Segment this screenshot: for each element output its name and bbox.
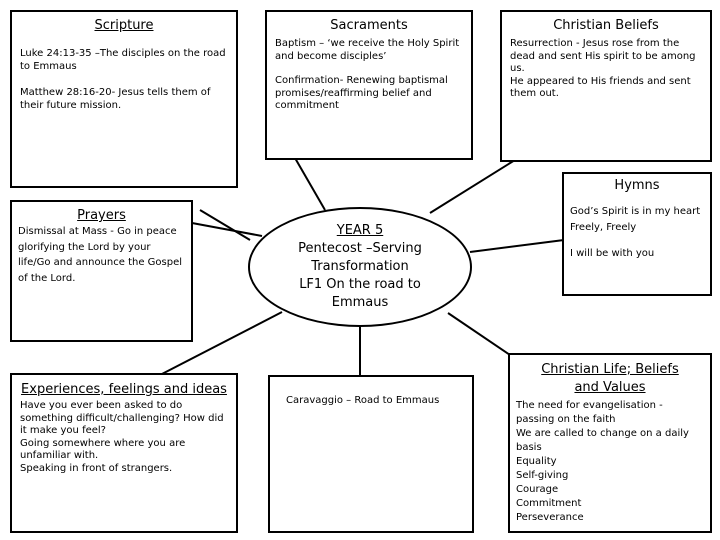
experiences-item: Have you ever been asked to do something… [20, 400, 224, 436]
prayers-title: Prayers [77, 208, 126, 223]
life-item: Self-giving [516, 470, 569, 481]
connector-experiences [159, 311, 283, 376]
beliefs-item: Resurrection - Jesus rose from the dead … [510, 38, 696, 74]
scripture-box: Scripture Luke 24:13-35 –The disciples o… [10, 10, 238, 188]
center-title: YEAR 5 [336, 223, 384, 238]
life-item: We are called to change on a daily basis [516, 428, 689, 453]
life-item: The need for evangelisation - passing on… [516, 400, 663, 425]
life-item: Courage [516, 484, 559, 495]
sacraments-box: Sacraments Baptism – ‘we receive the Hol… [265, 10, 473, 160]
center-line: Transformation [311, 259, 409, 274]
connector-hymns [469, 239, 565, 253]
life-item: Equality [516, 456, 557, 467]
beliefs-item: He appeared to His friends and sent them… [510, 75, 691, 100]
experiences-item: Going somewhere where you are unfamiliar… [20, 437, 186, 462]
connector-beliefs [429, 159, 516, 214]
hymns-item: God’s Spirit is in my heart [570, 206, 701, 217]
art-item: Caravaggio – Road to Emmaus [286, 395, 440, 406]
sacraments-item: Confirmation- Renewing baptismal promise… [275, 75, 448, 111]
connector-prayers [191, 222, 263, 237]
hymns-item: Freely, Freely [570, 221, 637, 233]
prayers-item: Dismissal at Mass - Go in peace glorifyi… [18, 226, 183, 284]
experiences-item: Speaking in front of strangers. [20, 462, 173, 474]
scripture-item: Matthew 28:16-20- Jesus tells them of th… [20, 87, 211, 111]
center-line: LF1 On the road to [299, 277, 421, 292]
center-line: Pentecost –Serving [298, 241, 422, 256]
art-box: Caravaggio – Road to Emmaus [268, 375, 474, 533]
sacraments-item: Baptism – ‘we receive the Holy Spirit an… [275, 38, 460, 62]
beliefs-box: Christian Beliefs Resurrection - Jesus r… [500, 10, 712, 162]
life-item: Commitment [516, 498, 582, 509]
center-topic: YEAR 5 Pentecost –Serving Transformation… [248, 207, 472, 327]
experiences-title: Experiences, feelings and ideas [21, 382, 227, 397]
connector-scripture [199, 209, 251, 241]
hymns-title: Hymns [614, 178, 660, 193]
sacraments-title: Sacraments [330, 18, 408, 33]
hymns-box: Hymns God’s Spirit is in my heart Freely… [562, 172, 712, 296]
scripture-title: Scripture [94, 18, 154, 33]
hymns-item: I will be with you [570, 248, 655, 259]
life-title: Christian Life; Beliefs and Values [541, 362, 679, 395]
experiences-box: Experiences, feelings and ideas Have you… [10, 373, 238, 533]
prayers-box: Prayers Dismissal at Mass - Go in peace … [10, 200, 193, 342]
life-item: Perseverance [516, 512, 584, 523]
center-line: Emmaus [331, 295, 389, 310]
life-box: Christian Life; Beliefs and Values The n… [508, 353, 712, 533]
beliefs-title: Christian Beliefs [553, 18, 659, 33]
connector-life [447, 312, 511, 356]
scripture-item: Luke 24:13-35 –The disciples on the road… [20, 48, 226, 72]
connector-sacraments [294, 157, 326, 211]
